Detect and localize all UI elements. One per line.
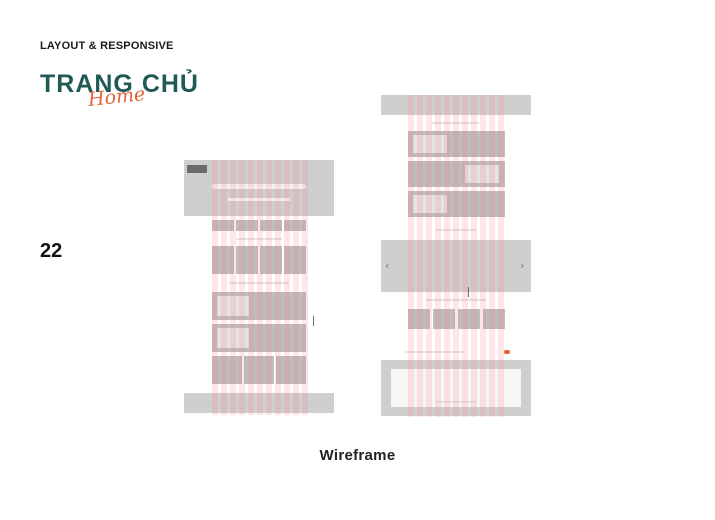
caption: Wireframe <box>319 447 396 464</box>
wireframe-desktop: ‹ › <box>381 95 531 417</box>
wf-logo <box>187 165 207 173</box>
page-title-script: Home <box>87 83 147 111</box>
section-label: LAYOUT & RESPONSIVE <box>40 40 174 52</box>
wf-footer <box>184 393 334 413</box>
wf-accent-button <box>504 350 510 354</box>
chevron-right-icon[interactable]: › <box>520 259 525 272</box>
wf-slider <box>381 240 531 292</box>
page-number: 22 <box>40 240 63 262</box>
page-title: TRANG CHỦ <box>40 70 199 98</box>
wireframe-mobile <box>184 160 334 415</box>
wf-header <box>381 95 531 115</box>
chevron-left-icon[interactable]: ‹ <box>385 259 390 272</box>
